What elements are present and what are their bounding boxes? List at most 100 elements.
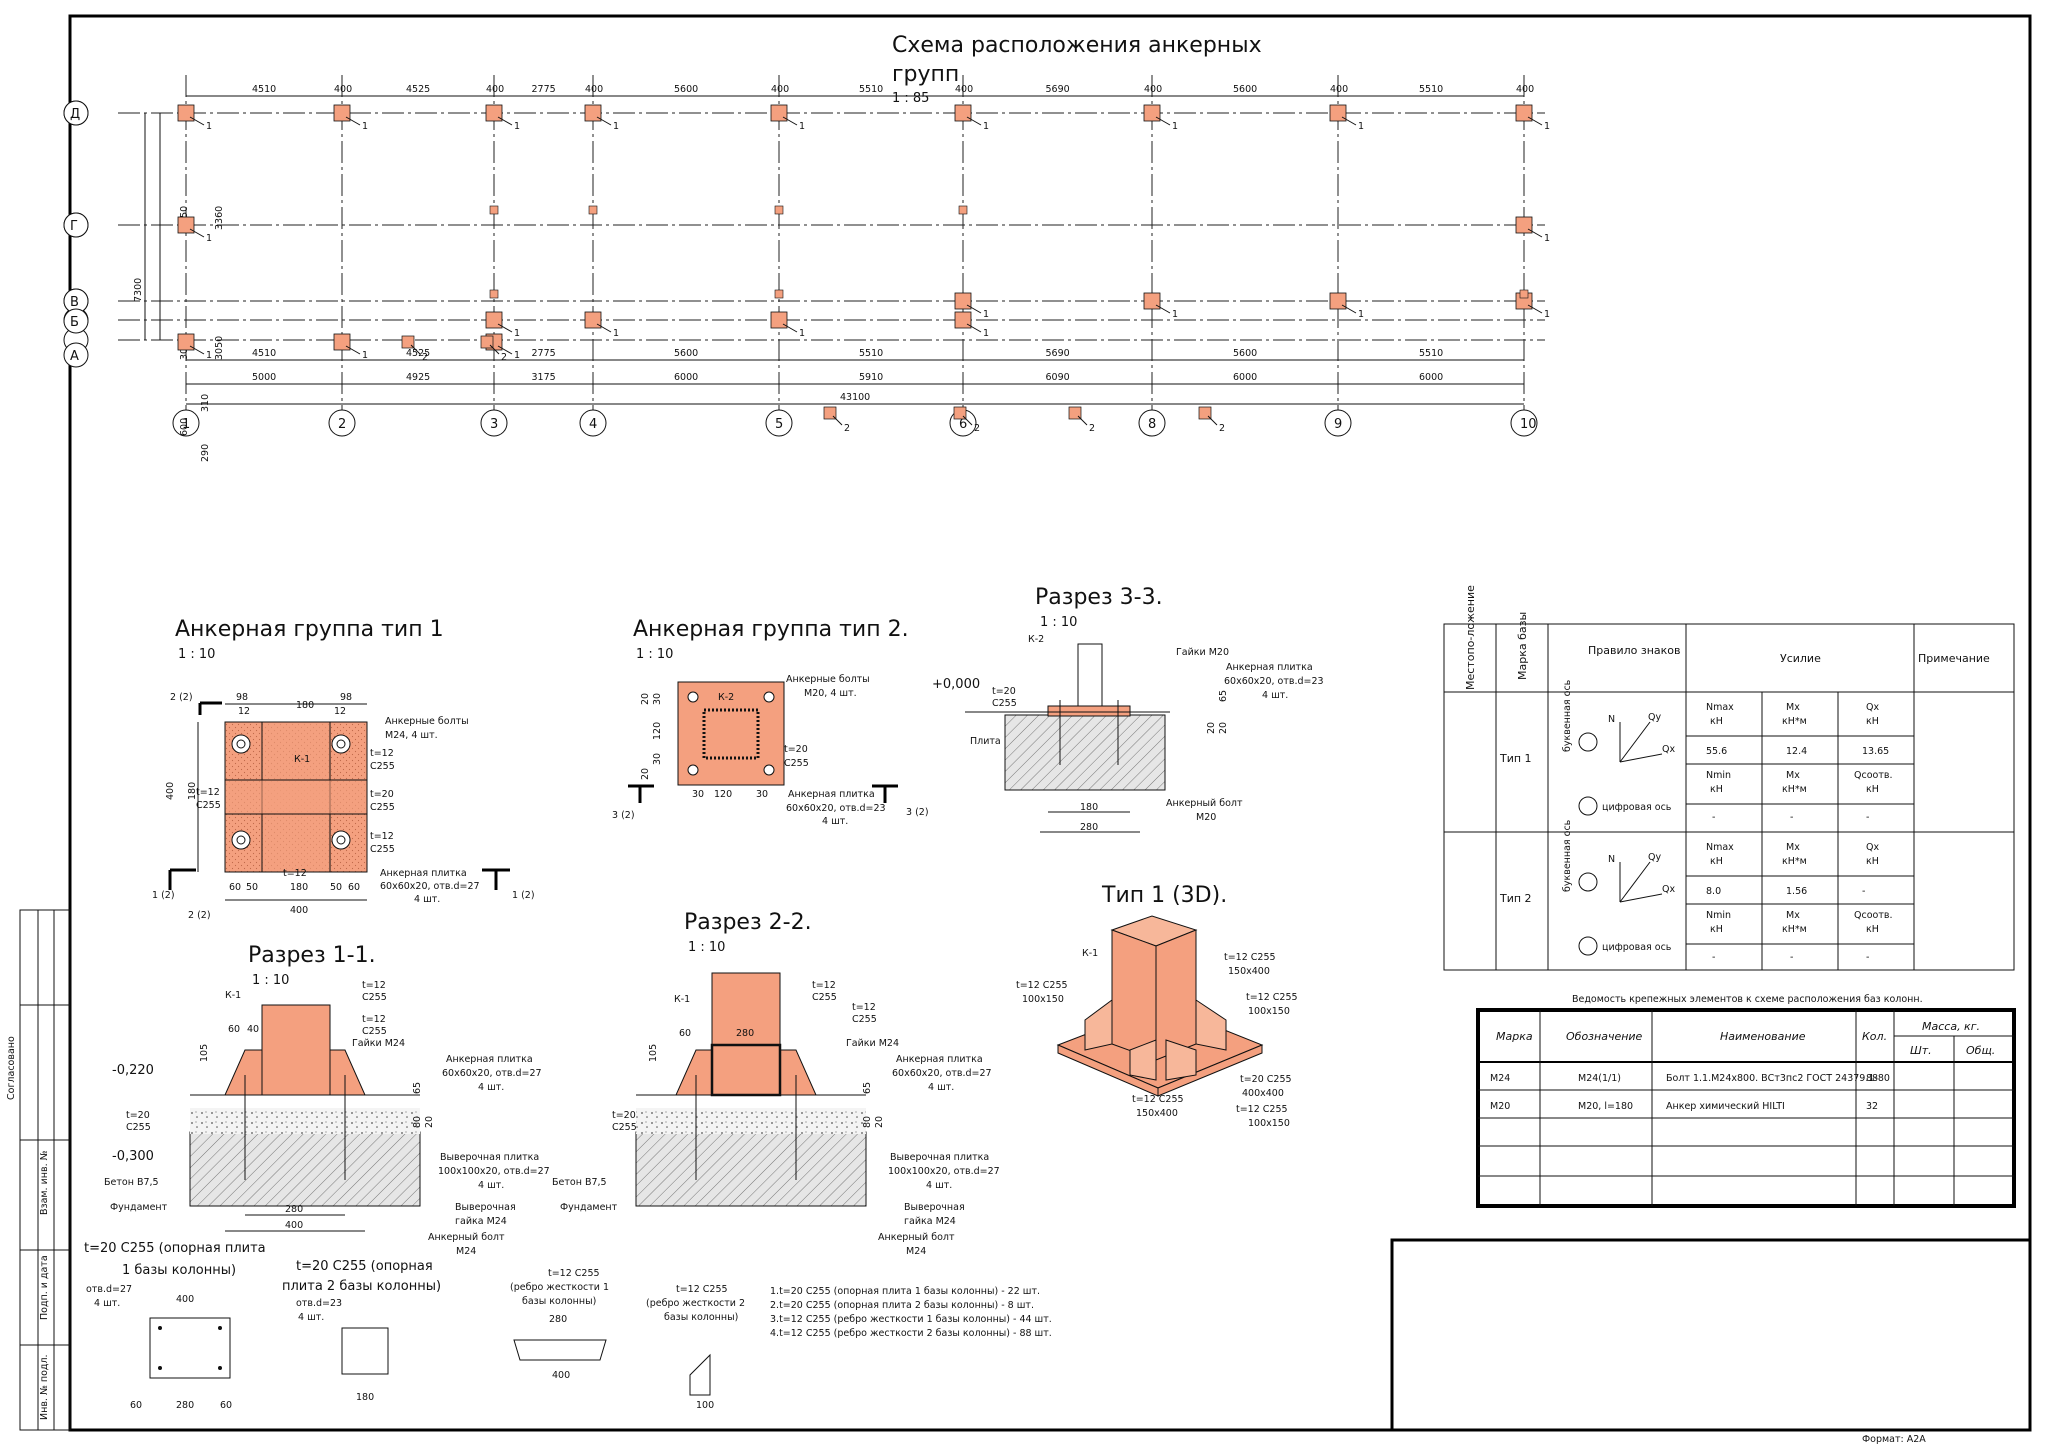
leader-1: 1 <box>206 350 212 361</box>
svg-text:К-1: К-1 <box>225 990 241 1001</box>
left-dim: 7300 <box>133 278 144 302</box>
col-axis-label: 1 <box>182 417 190 432</box>
anchor-mark <box>1519 289 1529 299</box>
fastener-name: Анкер химический HILTI <box>1666 1101 1785 1112</box>
svg-text:t=20: t=20 <box>784 744 808 755</box>
top-span-dim: 4525 <box>406 84 430 95</box>
leader-2: 2 <box>974 423 980 434</box>
row-axis-label: Б <box>70 315 79 330</box>
svg-text:С255: С255 <box>362 1026 387 1037</box>
anchor-group-1 <box>1143 292 1161 310</box>
svg-text:Выверочная: Выверочная <box>455 1202 516 1213</box>
anchor-group-1 <box>485 104 503 122</box>
leader-1: 1 <box>1544 121 1550 132</box>
bottom-span-dim: 5600 <box>674 348 698 359</box>
col-axis-bubble <box>579 409 607 437</box>
left-dim: 290 <box>200 444 211 462</box>
bottom-span-dim-2: 6000 <box>674 372 698 383</box>
col-width-dim: 400 <box>486 84 504 95</box>
row-axis-label: В <box>70 295 79 310</box>
svg-text:t=12 С255: t=12 С255 <box>548 1268 600 1279</box>
bottom-span-dim: 4525 <box>406 348 430 359</box>
load-header: Qсоотв. <box>1854 770 1892 781</box>
svg-text:К-1: К-1 <box>294 754 310 765</box>
svg-text:К-2: К-2 <box>1028 634 1044 645</box>
row-axis-label: Г <box>70 219 78 234</box>
svg-text:60: 60 <box>348 882 360 893</box>
svg-text:2 (2): 2 (2) <box>170 692 193 703</box>
svg-text:(ребро жесткости 1: (ребро жесткости 1 <box>510 1282 609 1293</box>
svg-text:100: 100 <box>696 1400 714 1411</box>
svg-text:t=12 С255: t=12 С255 <box>1016 980 1068 991</box>
svg-text:t=20: t=20 <box>612 1110 636 1121</box>
top-span-dim: 5600 <box>674 84 698 95</box>
svg-text:Общ.: Общ. <box>1966 1044 1995 1057</box>
stamp-sign: Подп. и дата <box>39 1255 50 1320</box>
svg-text:+0,000: +0,000 <box>932 677 980 692</box>
svg-text:4 шт.: 4 шт. <box>822 816 848 827</box>
svg-text:60: 60 <box>220 1400 232 1411</box>
svg-text:4 шт.: 4 шт. <box>478 1180 504 1191</box>
svg-text:t=12: t=12 <box>812 980 836 991</box>
svg-text:Усилие: Усилие <box>1780 652 1821 665</box>
svg-text:60: 60 <box>229 882 241 893</box>
plate-details: t=20 С255 (опорная плита 1 базы колонны)… <box>84 1241 1052 1411</box>
svg-text:80: 80 <box>412 1116 423 1128</box>
type1-title: Анкерная группа тип 1 <box>175 617 444 642</box>
svg-text:280: 280 <box>285 1204 303 1215</box>
svg-text:Анкерные болты: Анкерные болты <box>786 674 870 685</box>
leader-1: 1 <box>362 350 368 361</box>
leader-1: 1 <box>1544 233 1550 244</box>
anchor-group-1 <box>584 104 602 122</box>
fastener-qty: 88 <box>1866 1073 1878 1084</box>
svg-text:4 шт.: 4 шт. <box>414 894 440 905</box>
svg-text:150х400: 150х400 <box>1228 966 1270 977</box>
svg-text:100х100х20, отв.d=27: 100х100х20, отв.d=27 <box>438 1166 550 1177</box>
anchor-group-1 <box>1143 104 1161 122</box>
load-unit: кН*м <box>1782 784 1807 795</box>
svg-text:20: 20 <box>1218 722 1229 734</box>
svg-text:20: 20 <box>1206 722 1217 734</box>
fasteners-table: Ведомость крепежных элементов к схеме ра… <box>1476 994 2016 1208</box>
svg-text:М20, 4 шт.: М20, 4 шт. <box>804 688 857 699</box>
col-axis-label: 5 <box>775 417 783 432</box>
top-span-dim: 5510 <box>1419 84 1443 95</box>
load-value: 13.65 <box>1862 746 1889 757</box>
load-header: Qx <box>1866 702 1879 713</box>
load-unit: кН <box>1866 716 1879 727</box>
svg-text:280: 280 <box>176 1400 194 1411</box>
svg-text:К-1: К-1 <box>1082 948 1098 959</box>
svg-text:50: 50 <box>330 882 342 893</box>
sec33-scale: 1 : 10 <box>1040 615 1077 630</box>
svg-text:60х60х20, отв.d=27: 60х60х20, отв.d=27 <box>442 1068 542 1079</box>
svg-text:20: 20 <box>874 1116 885 1128</box>
leader-1: 1 <box>514 121 520 132</box>
svg-text:12: 12 <box>334 706 346 717</box>
sec33-title: Разрез 3-3. <box>1035 585 1163 610</box>
leader-1: 1 <box>1172 121 1178 132</box>
svg-text:280: 280 <box>1080 822 1098 833</box>
iso-title: Тип 1 (3D). <box>1101 883 1227 908</box>
svg-text:60: 60 <box>130 1400 142 1411</box>
top-span-dim: 4510 <box>252 84 276 95</box>
top-span-dim: 5510 <box>859 84 883 95</box>
anchor-group-1 <box>177 104 195 122</box>
load-header: Nmax <box>1706 842 1734 853</box>
fastener-designation: М20, l=180 <box>1578 1101 1633 1112</box>
svg-text:Обозначение: Обозначение <box>1566 1030 1643 1043</box>
svg-text:150х400: 150х400 <box>1136 1108 1178 1119</box>
svg-text:t=12: t=12 <box>362 980 386 991</box>
svg-text:t=20: t=20 <box>992 686 1016 697</box>
svg-text:3 (2): 3 (2) <box>612 810 635 821</box>
sheet-frame <box>68 14 2032 1432</box>
load-type: Тип 2 <box>1499 892 1532 905</box>
svg-text:30: 30 <box>652 753 663 765</box>
sec11-title: Разрез 1-1. <box>248 943 376 968</box>
anchor-mark <box>774 289 784 299</box>
svg-text:1.t=20 С255 (опорная плита 1 б: 1.t=20 С255 (опорная плита 1 базы колонн… <box>770 1286 1040 1297</box>
leader-1: 1 <box>613 328 619 339</box>
svg-text:С255: С255 <box>370 844 395 855</box>
svg-text:98: 98 <box>340 692 352 703</box>
sec22-scale: 1 : 10 <box>688 940 725 955</box>
